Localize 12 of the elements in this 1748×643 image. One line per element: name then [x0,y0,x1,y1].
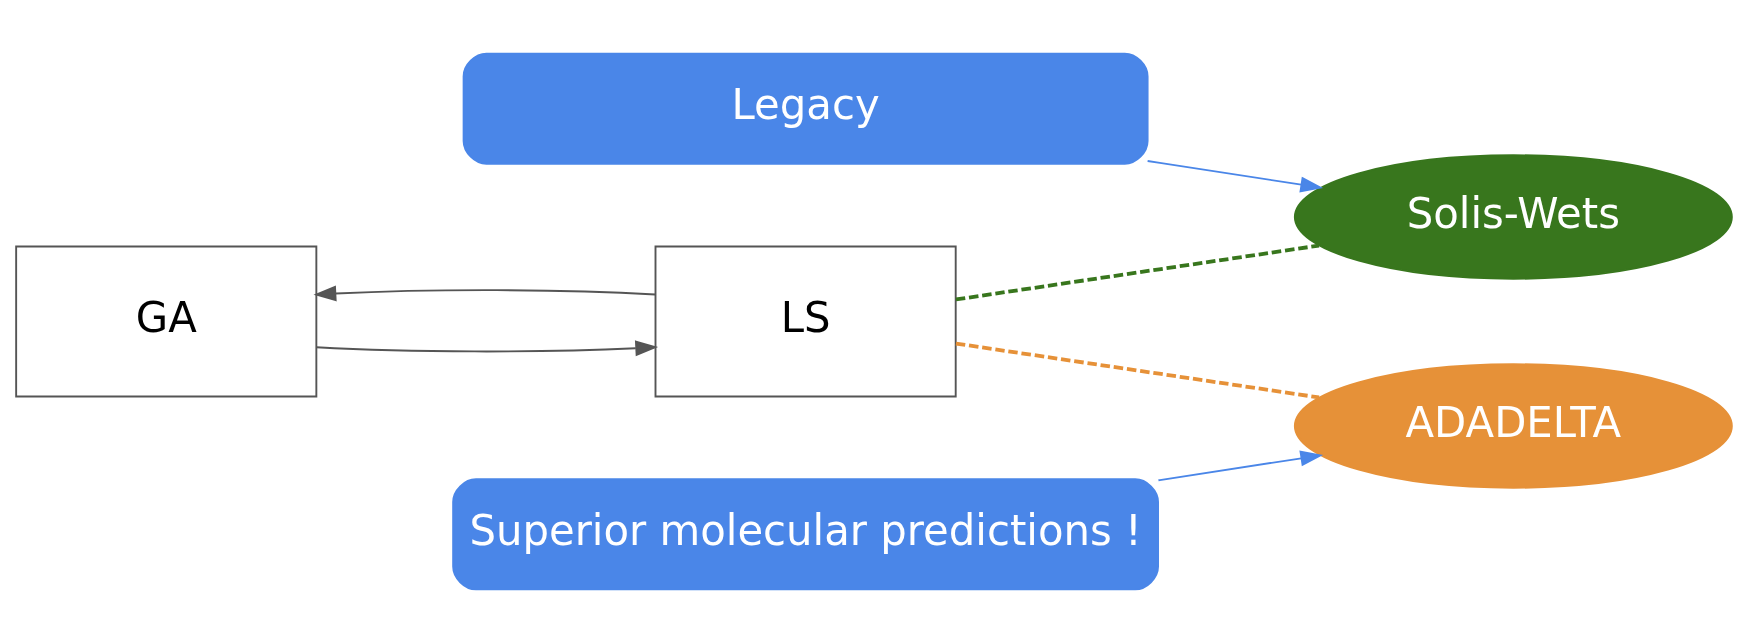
node-ellipse: Solis-Wets [1293,154,1733,280]
node-box: LS [654,245,957,398]
connector [955,243,1320,302]
arrow [1146,160,1324,193]
connector [955,341,1320,400]
arrow [313,285,657,302]
arrow [1157,450,1324,482]
node-ellipse: ADADELTA [1293,363,1733,489]
node-box: Superior molecular predictions ! [452,478,1159,591]
node-box: Legacy [462,52,1149,165]
node-box: GA [15,245,318,398]
arrow [315,340,659,357]
